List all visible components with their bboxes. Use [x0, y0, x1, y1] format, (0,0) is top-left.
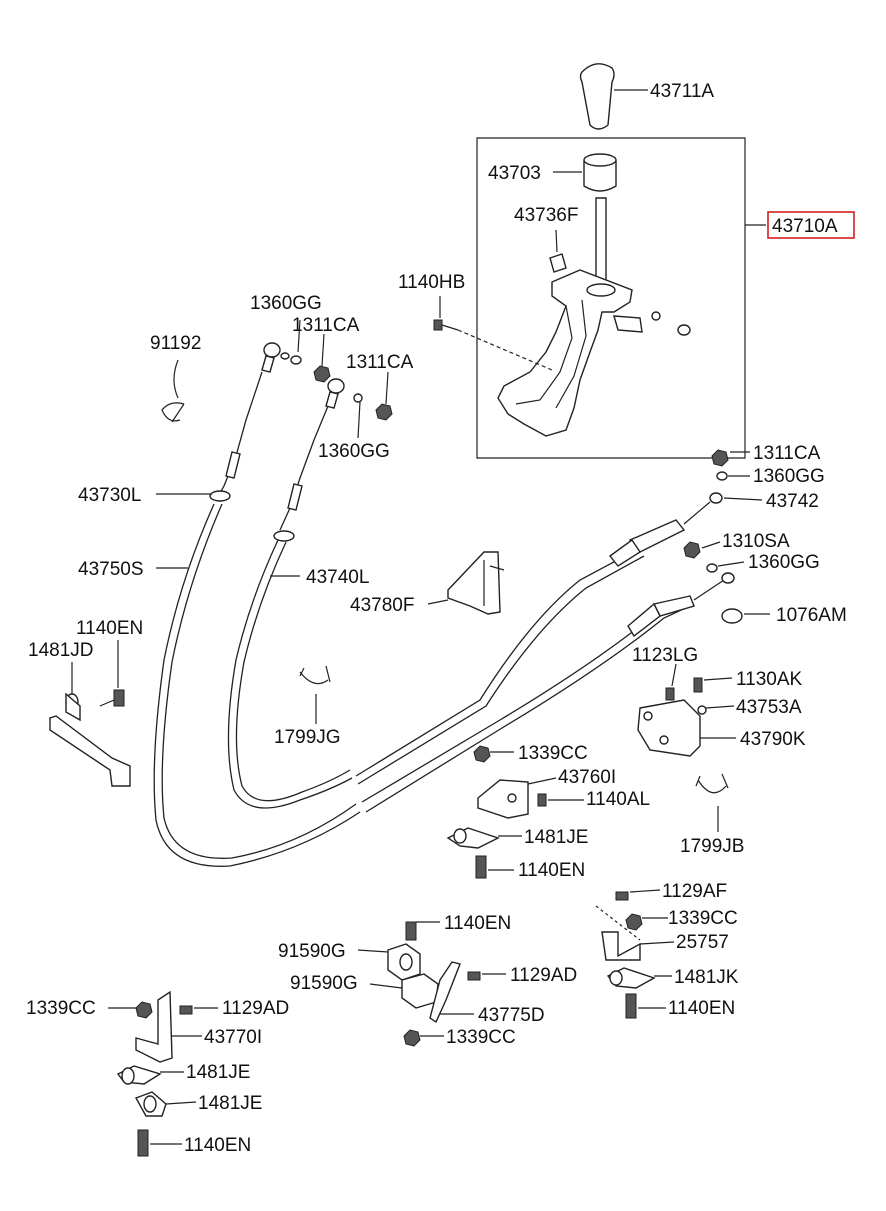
nut-1311CA-a[interactable] — [313, 365, 331, 383]
label-1140EN-a: 1140EN — [76, 618, 143, 639]
bolt-1140EN-d[interactable] — [405, 921, 417, 941]
label-1130AK: 1130AK — [736, 669, 803, 690]
bracket-43770I[interactable] — [135, 990, 173, 1063]
nut-1339CC-d[interactable] — [135, 1001, 153, 1019]
label-91590G-b: 91590G — [290, 973, 358, 994]
bolt-1140EN-a[interactable] — [99, 689, 125, 707]
highlight-box-43710A — [767, 211, 855, 239]
label-91192: 91192 — [150, 333, 201, 354]
label-1339CC-c: 1339CC — [26, 998, 96, 1019]
boot-43703[interactable] — [583, 153, 617, 192]
label-1481JK: 1481JK — [674, 967, 739, 988]
bracket-1481JD[interactable] — [49, 692, 131, 787]
label-1311CA-a: 1311CA — [292, 315, 360, 336]
bolt-1140EN-e[interactable] — [137, 1129, 149, 1157]
nut-1310SA[interactable] — [683, 541, 701, 559]
label-43750S: 43750S — [78, 559, 144, 580]
label-1481JE-b: 1481JE — [186, 1062, 250, 1083]
bolt-1129AF[interactable] — [615, 891, 629, 901]
nut-1339CC-a[interactable] — [473, 745, 491, 763]
label-1140EN-c: 1140EN — [444, 913, 511, 934]
bolt-1130AK[interactable] — [693, 677, 703, 693]
bushing-91590G-b[interactable] — [401, 973, 439, 1009]
clamp-1481JK[interactable] — [606, 967, 656, 989]
label-43740L: 43740L — [306, 567, 369, 588]
bolt-1140EN-b[interactable] — [475, 855, 487, 879]
bolt-1140HB[interactable] — [433, 319, 459, 331]
label-1310SA: 1310SA — [722, 531, 790, 552]
bracket-43760I[interactable] — [477, 779, 529, 819]
label-43736F: 43736F — [514, 205, 578, 226]
label-1140AL: 1140AL — [586, 789, 650, 810]
label-1360GG-d: 1360GG — [748, 552, 820, 573]
nut-1339CC-c[interactable] — [403, 1029, 421, 1047]
label-43780F: 43780F — [350, 595, 414, 616]
label-1481JD: 1481JD — [28, 640, 94, 661]
label-1140HB: 1140HB — [398, 272, 465, 293]
label-43770I: 43770I — [204, 1027, 262, 1048]
clamp-1481JE-a[interactable] — [446, 827, 500, 849]
label-43711A: 43711A — [650, 81, 714, 102]
lever-base-bracket[interactable] — [497, 269, 633, 437]
bolt-1140AL[interactable] — [537, 793, 547, 807]
label-1339CC-b: 1339CC — [668, 908, 738, 929]
clamp-1481JE-b[interactable] — [116, 1065, 162, 1085]
label-1140EN-e: 1140EN — [184, 1135, 251, 1156]
cable-end-left[interactable] — [261, 342, 281, 373]
lever-assembly-frame — [476, 137, 746, 459]
bushing-43736F[interactable] — [549, 253, 567, 273]
label-1799JG: 1799JG — [274, 727, 341, 748]
label-1360GG-a: 1360GG — [250, 293, 322, 314]
label-1129AD-b: 1129AD — [222, 998, 289, 1019]
bolt-1123LG[interactable] — [665, 687, 675, 701]
cable-end-right[interactable] — [325, 378, 345, 409]
label-1140EN-b: 1140EN — [518, 860, 585, 881]
bracket-43775D[interactable] — [429, 961, 461, 1024]
label-43710A: 43710A — [772, 216, 838, 237]
label-43730L: 43730L — [78, 485, 141, 506]
label-1799JB: 1799JB — [680, 836, 744, 857]
nut-1339CC-b[interactable] — [625, 913, 643, 931]
label-43753A: 43753A — [736, 697, 802, 718]
label-1076AM: 1076AM — [776, 605, 847, 626]
clamp-1799JG[interactable] — [299, 665, 331, 685]
label-43742: 43742 — [766, 491, 819, 512]
label-43790K: 43790K — [740, 729, 806, 750]
label-1311CA-c: 1311CA — [753, 443, 821, 464]
label-1339CC-d: 1339CC — [446, 1027, 516, 1048]
label-1360GG-c: 1360GG — [753, 466, 825, 487]
clip-91192[interactable] — [161, 402, 185, 423]
label-43775D: 43775D — [478, 1005, 545, 1026]
label-1481JE-a: 1481JE — [524, 827, 588, 848]
cable-43740L[interactable] — [227, 405, 723, 809]
label-43760I: 43760I — [558, 767, 616, 788]
label-1360GG-b: 1360GG — [318, 441, 390, 462]
bracket-43790K[interactable] — [637, 699, 701, 757]
label-91590G-a: 91590G — [278, 941, 346, 962]
label-1123LG: 1123LG — [632, 645, 698, 666]
label-1140EN-d: 1140EN — [668, 998, 735, 1019]
label-25757: 25757 — [676, 932, 729, 953]
nut-1311CA-c[interactable] — [711, 449, 729, 467]
cable-43750S[interactable] — [153, 371, 735, 867]
label-1311CA-b: 1311CA — [346, 352, 414, 373]
label-1339CC-a: 1339CC — [518, 743, 588, 764]
bolt-1129AD-a[interactable] — [467, 971, 481, 981]
bracket-43780F[interactable] — [447, 551, 501, 615]
label-1129AF: 1129AF — [662, 881, 727, 902]
bolt-1129AD-b[interactable] — [179, 1005, 193, 1015]
label-43703: 43703 — [488, 163, 541, 184]
bushing-91590G-a[interactable] — [387, 943, 421, 981]
nut-1311CA-b[interactable] — [375, 403, 393, 421]
bolt-1140EN-c[interactable] — [625, 993, 637, 1019]
clamp-1481JE-c[interactable] — [134, 1091, 167, 1117]
washer-1076AM[interactable] — [721, 608, 743, 624]
clamp-1799JB[interactable] — [695, 773, 729, 794]
label-1481JE-c: 1481JE — [198, 1093, 262, 1114]
label-1129AD-a: 1129AD — [510, 965, 577, 986]
knob-43711A[interactable] — [579, 63, 615, 130]
